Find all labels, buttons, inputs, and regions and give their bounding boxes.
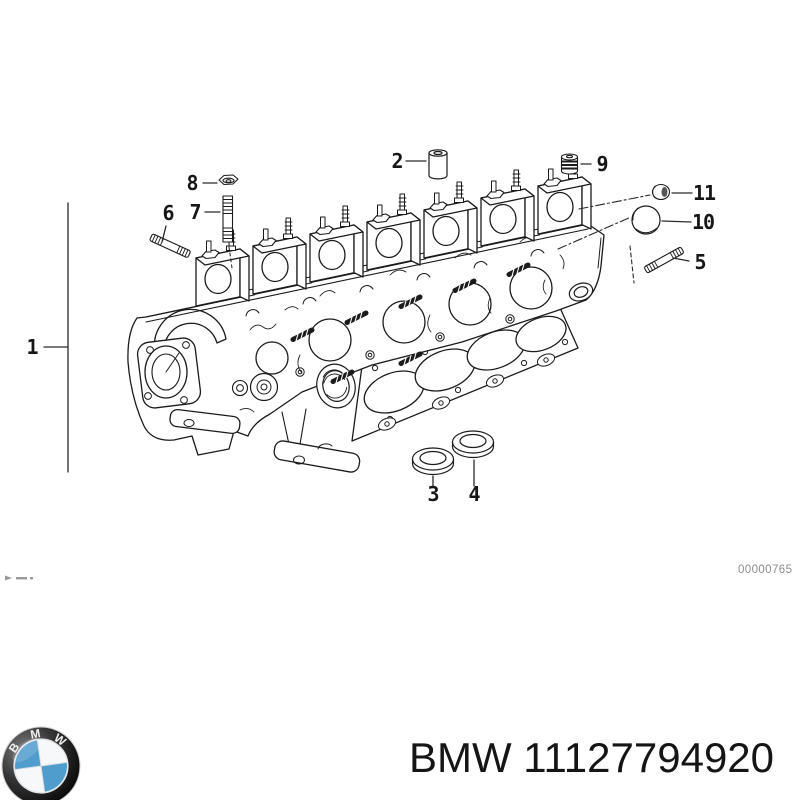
callout-10: 10 bbox=[691, 210, 715, 234]
callout-9: 9 bbox=[596, 152, 608, 176]
page-edge-marks bbox=[5, 575, 33, 581]
drawing-number: 00000765 bbox=[738, 564, 793, 576]
part-6-stud bbox=[149, 233, 191, 258]
part-11-sealing-cap bbox=[651, 183, 671, 201]
leader-lines bbox=[43, 160, 693, 487]
part-3-seal-ring bbox=[411, 447, 455, 476]
callout-5: 5 bbox=[694, 250, 706, 274]
callout-1: 1 bbox=[26, 335, 38, 359]
part-number-label: BMW 11127794920 bbox=[409, 734, 775, 781]
part-7-stud bbox=[222, 195, 234, 269]
part-2-valve-guide bbox=[428, 149, 448, 180]
callout-6: 6 bbox=[162, 201, 174, 225]
casting-details bbox=[169, 237, 594, 473]
part-10-core-plug bbox=[631, 205, 661, 235]
part-4-seal-ring bbox=[451, 430, 495, 459]
head-gasket-plate bbox=[351, 300, 579, 442]
front-cam-saddle bbox=[153, 308, 227, 353]
callout-11: 11 bbox=[692, 181, 716, 205]
callout-2: 2 bbox=[391, 149, 403, 173]
front-flange bbox=[136, 337, 202, 409]
construction-lines bbox=[557, 194, 651, 284]
part-9-stem-seal bbox=[560, 153, 579, 175]
callout-7: 7 bbox=[189, 200, 201, 224]
bmw-roundel-icon: B M W bbox=[1, 726, 81, 800]
part-8-nut bbox=[218, 174, 239, 186]
callout-8: 8 bbox=[186, 171, 198, 195]
part-5-stud bbox=[644, 246, 684, 274]
svg-text:M: M bbox=[29, 726, 41, 742]
callout-4: 4 bbox=[468, 482, 480, 506]
callout-3: 3 bbox=[427, 482, 439, 506]
